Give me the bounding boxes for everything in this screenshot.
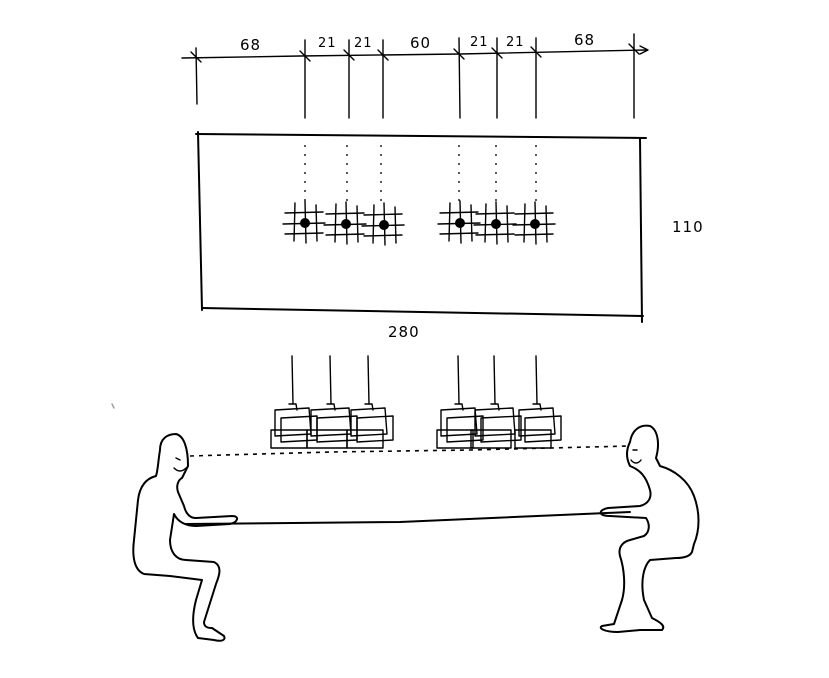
dim-segment-3: 21	[354, 36, 373, 51]
right-person-figure	[599, 424, 700, 633]
lamp-dot	[455, 218, 465, 228]
elevation-lamp-4	[436, 355, 484, 449]
left-person-figure	[132, 433, 238, 642]
plan-lamp-5	[473, 201, 517, 245]
elevation-lamp-2	[306, 355, 358, 449]
plan-lamp-groups	[282, 200, 556, 246]
sight-line	[189, 445, 631, 457]
smudge-mark	[111, 403, 115, 409]
table-plan	[195, 131, 647, 323]
dim-segment-6: 21	[506, 35, 525, 50]
dim-segment-5: 21	[470, 35, 489, 50]
projection-lines	[304, 145, 537, 205]
elevation-lamp-6	[514, 355, 562, 449]
elevation-lamp-1	[270, 355, 318, 449]
depth-label: 110	[672, 218, 704, 236]
plan-lamp-3	[361, 202, 405, 246]
lamp-dot	[530, 219, 540, 229]
lamp-dot	[300, 218, 310, 228]
dim-segment-1: 68	[240, 36, 261, 54]
dim-segment-2: 21	[318, 36, 337, 51]
total-width-label: 280	[388, 323, 420, 341]
plan-lamp-1	[282, 200, 326, 244]
plan-lamp-4	[437, 200, 481, 244]
elevation-lamp-groups	[270, 355, 562, 449]
plan-lamp-2	[323, 201, 367, 245]
lamp-dot	[341, 219, 351, 229]
elevation-lamp-3	[346, 355, 394, 449]
plan-lamp-6	[512, 201, 556, 245]
dim-segment-4: 60	[410, 34, 431, 52]
lamp-dot	[379, 220, 389, 230]
lamp-dot	[491, 219, 501, 229]
table-surface	[185, 511, 631, 525]
dimension-line	[181, 33, 649, 119]
dim-segment-7: 68	[574, 31, 595, 49]
elevation-lamp-5	[470, 355, 522, 449]
dimension-labels: 68 21 21 60 21 21 68	[240, 31, 595, 54]
